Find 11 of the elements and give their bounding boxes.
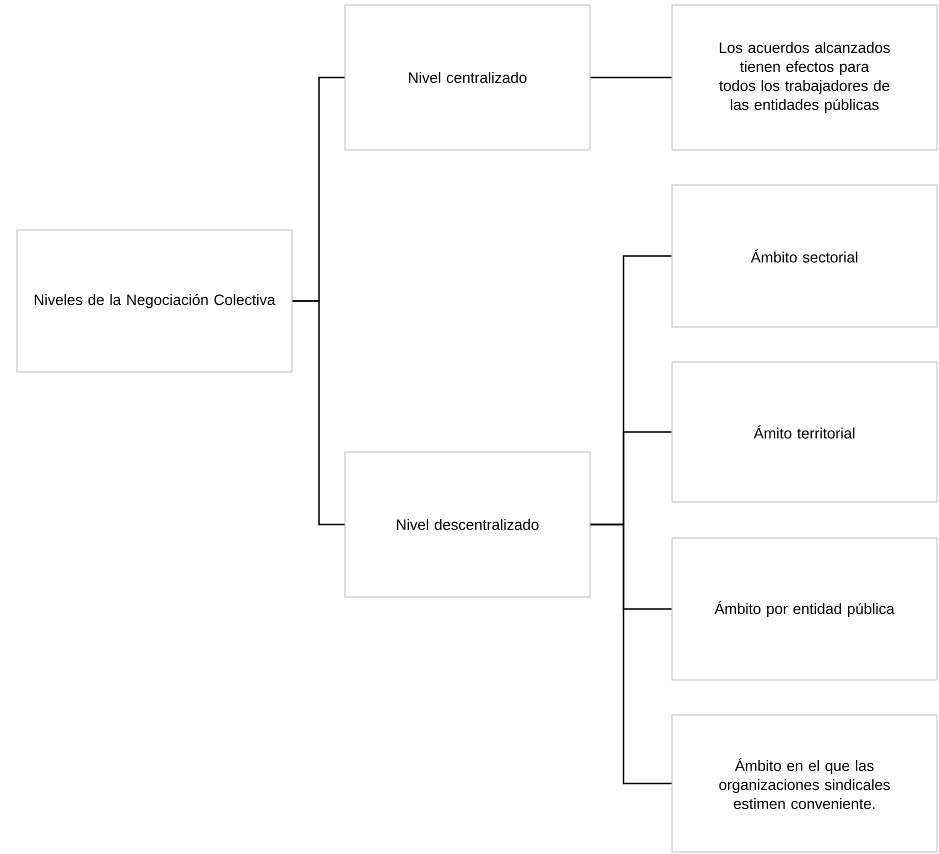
text-box: Ámbito por entidad pública — [672, 538, 938, 680]
text-box: Nivel centralizado — [344, 4, 590, 150]
text-box: Ámbito en el que las organizaciones sindicales estimen conveniente. — [672, 714, 938, 852]
text-box: Niveles de la Negociación Colectiva — [16, 230, 292, 372]
connector-line — [590, 76, 672, 78]
connector-line — [292, 300, 344, 526]
text-box: Ámito territorial — [672, 362, 938, 502]
connector-line — [590, 524, 672, 784]
text-box: Los acuerdos alcanzados tienen efectos para todos los trabajadores de las entidades públicas — [672, 4, 938, 150]
text-box: Ámbito sectorial — [672, 184, 938, 328]
text-box: Nivel descentralizado — [344, 452, 590, 598]
